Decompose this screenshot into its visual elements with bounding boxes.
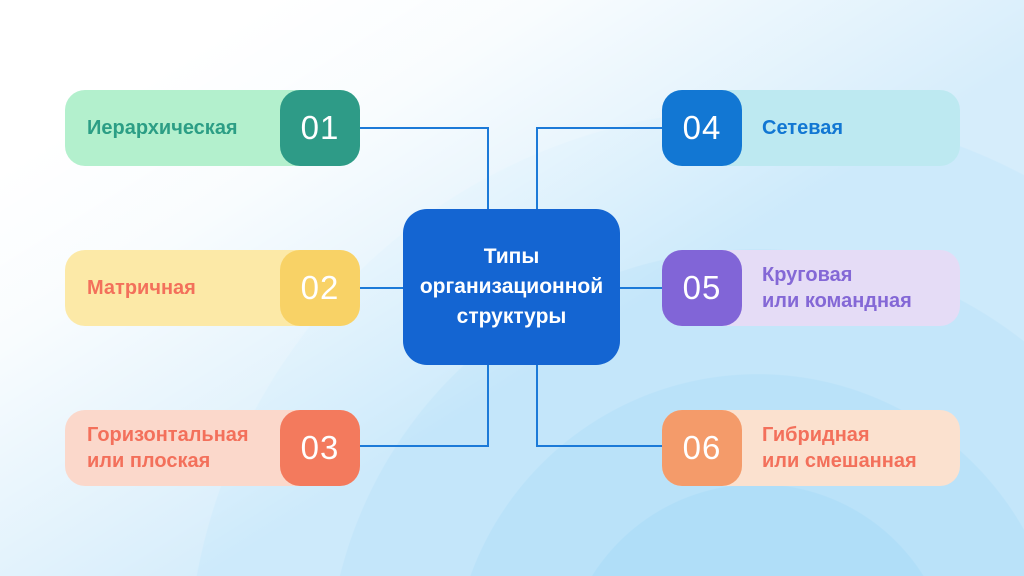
connector-card5-horizontal — [618, 287, 662, 289]
card-horizontal-flat: Горизонтальная или плоская 03 — [65, 410, 360, 486]
connector-card4-horizontal — [536, 127, 662, 129]
center-title: Типы организационной структуры — [419, 245, 604, 328]
card-matrix-label: Матричная — [87, 277, 196, 299]
card-circular-team: 05 Круговая или командная — [662, 250, 960, 326]
card-network-label: Сетевая — [762, 117, 844, 139]
center-node: Типы организационной структуры — [403, 209, 620, 365]
card-circular-team-number-badge: 05 — [662, 250, 742, 326]
connector-card4-vertical — [536, 127, 538, 211]
card-hierarchical: Иерархическая 01 — [65, 90, 360, 166]
connector-card1-horizontal — [360, 127, 489, 129]
card-hybrid-mixed-label: Гибридная или смешанная — [762, 424, 917, 472]
connector-card6-horizontal — [536, 445, 662, 447]
card-hierarchical-number-badge: 01 — [280, 90, 360, 166]
connector-card1-vertical — [487, 127, 489, 211]
connector-card2-horizontal — [360, 287, 405, 289]
connector-card3-vertical — [487, 363, 489, 447]
card-network-number-badge: 04 — [662, 90, 742, 166]
card-circular-team-label: Круговая или командная — [762, 264, 912, 312]
card-matrix: Матричная 02 — [65, 250, 360, 326]
card-horizontal-flat-number-badge: 03 — [280, 410, 360, 486]
connector-card6-vertical — [536, 363, 538, 447]
card-network: 04 Сетевая — [662, 90, 960, 166]
card-matrix-number-badge: 02 — [280, 250, 360, 326]
card-hybrid-mixed: 06 Гибридная или смешанная — [662, 410, 960, 486]
card-hierarchical-label: Иерархическая — [87, 117, 238, 139]
connector-card3-horizontal — [360, 445, 489, 447]
card-horizontal-flat-label: Горизонтальная или плоская — [87, 424, 249, 472]
card-hybrid-mixed-number-badge: 06 — [662, 410, 742, 486]
